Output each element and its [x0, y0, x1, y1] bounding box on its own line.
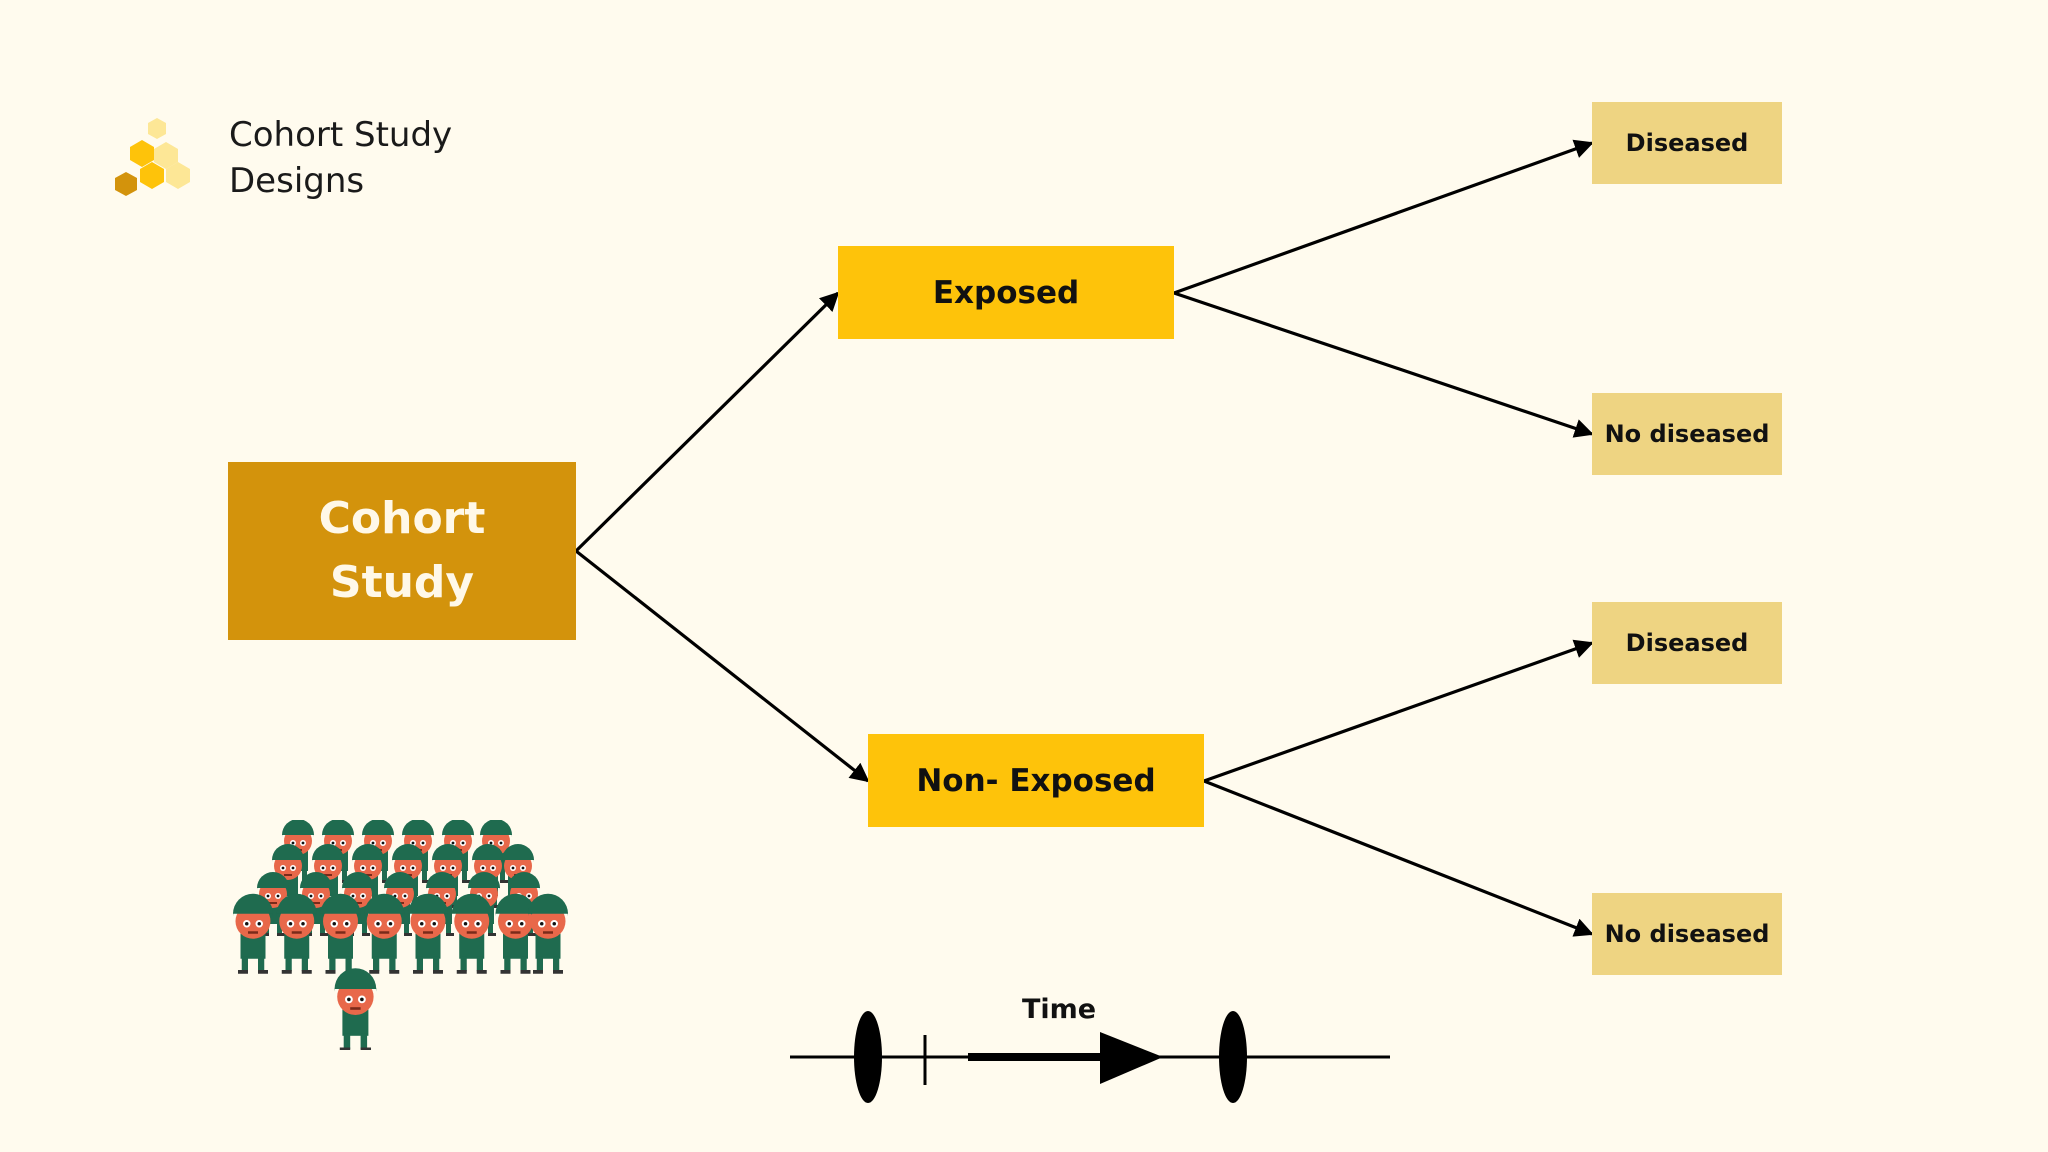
- non-exposed-box: Non- Exposed: [868, 734, 1204, 827]
- logo-title-line1: Cohort Study: [229, 115, 453, 155]
- arrow-exposed-to-diseased: [1173, 139, 1594, 295]
- non-exposed-diseased-box: Diseased: [1592, 602, 1782, 684]
- arrow-non-exposed-to-diseased: [1203, 639, 1594, 783]
- soldier-crowd-illustration: [233, 820, 568, 1050]
- arrow-root-to-exposed: [574, 291, 840, 553]
- timeline-end-marker: [1219, 1011, 1247, 1103]
- cohort-study-line1: Cohort: [318, 493, 486, 544]
- logo-title-line2: Designs: [229, 161, 365, 201]
- non-exposed-no-diseased-box: No diseased: [1592, 893, 1782, 975]
- timeline-arrowhead: [1100, 1032, 1163, 1084]
- logo-title: Cohort Study Designs: [229, 112, 452, 204]
- exposed-diseased-box: Diseased: [1592, 102, 1782, 184]
- time-label: Time: [1022, 994, 1097, 1025]
- arrow-non-exposed-to-no-diseased: [1203, 779, 1594, 937]
- exposed-box: Exposed: [838, 246, 1174, 339]
- arrow-root-to-non-exposed: [575, 549, 870, 783]
- cohort-study-line2: Study: [329, 557, 475, 608]
- cohort-study-box: Cohort Study: [228, 462, 576, 640]
- exposed-no-diseased-box: No diseased: [1592, 393, 1782, 475]
- timeline-start-marker: [854, 1011, 882, 1103]
- hexagon-cluster-icon: [115, 118, 190, 196]
- timeline-arrow: [790, 1011, 1390, 1103]
- arrow-exposed-to-no-diseased: [1173, 291, 1594, 438]
